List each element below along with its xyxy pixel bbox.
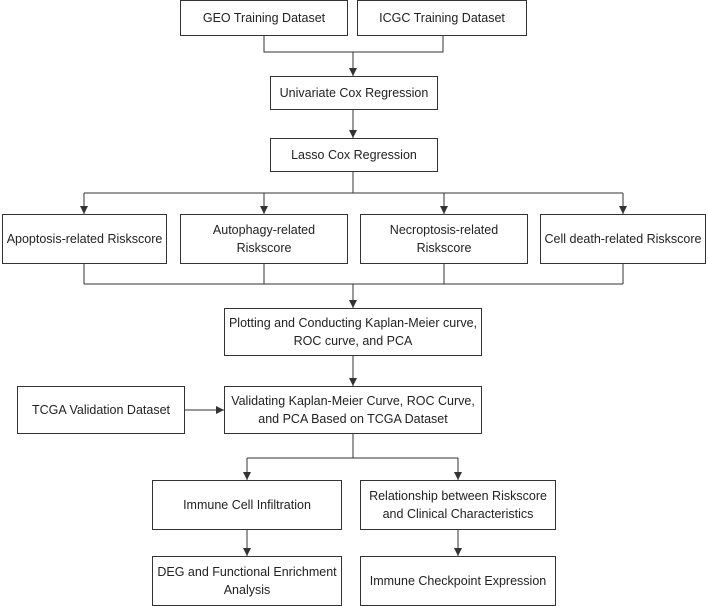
node-relationship-label: and Clinical Characteristics [383,507,534,521]
node-relationship: Relationship between Riskscore and Clinic… [360,480,556,530]
node-autophagy-label: Riskscore [237,241,292,255]
arrowhead [349,68,357,76]
node-checkpoint-label: Immune Checkpoint Expression [370,574,547,588]
node-necroptosis-label: Necroptosis-related [390,223,498,237]
node-celldeath-box [540,214,706,264]
node-autophagy-box [180,214,348,264]
arrowhead [440,206,448,214]
node-plotting-label: ROC curve, and PCA [294,334,413,348]
node-univariate-label: Univariate Cox Regression [280,86,429,100]
node-validating-label: and PCA Based on TCGA Dataset [258,412,448,426]
arrowhead [260,206,268,214]
connectors [80,36,627,556]
node-validating-box [224,386,482,434]
node-apoptosis-label: Apoptosis-related Riskscore [7,232,163,246]
arrowhead [349,300,357,308]
node-tcga-box [17,386,185,434]
arrowhead [349,378,357,386]
node-relationship-box [360,480,556,530]
node-plotting: Plotting and Conducting Kaplan-Meier cur… [224,308,482,356]
node-immune-label: Immune Cell Infiltration [183,498,311,512]
node-tcga-label: TCGA Validation Dataset [32,403,171,417]
arrowhead [454,472,462,480]
node-checkpoint: Immune Checkpoint Expression [360,556,556,606]
node-univariate: Univariate Cox Regression [270,76,438,110]
node-deg-label: DEG and Functional Enrichment [157,565,337,579]
node-icgc-box [357,0,527,36]
node-lasso-label: Lasso Cox Regression [291,148,417,162]
node-autophagy-label: Autophagy-related [213,223,315,237]
node-icgc: ICGC Training Dataset [357,0,527,36]
arrowhead [349,130,357,138]
node-celldeath-label: Cell death-related Riskscore [544,232,701,246]
node-deg-label: Analysis [224,583,271,597]
node-univariate-box [270,76,438,110]
arrowhead [619,206,627,214]
arrowhead [243,472,251,480]
node-immune: Immune Cell Infiltration [152,480,342,530]
node-geo-box [180,0,348,36]
node-relationship-label: Relationship between Riskscore [369,489,547,503]
node-icgc-label: ICGC Training Dataset [379,11,505,25]
node-plotting-label: Plotting and Conducting Kaplan-Meier cur… [229,316,477,330]
arrowhead [80,206,88,214]
node-lasso: Lasso Cox Regression [270,138,438,172]
node-immune-box [152,480,342,530]
node-plotting-box [224,308,482,356]
node-validating: Validating Kaplan-Meier Curve, ROC Curve… [224,386,482,434]
node-necroptosis-label: Riskscore [417,241,472,255]
node-tcga: TCGA Validation Dataset [17,386,185,434]
node-apoptosis-box [2,214,167,264]
arrowhead [243,548,251,556]
node-checkpoint-box [360,556,556,606]
node-geo-label: GEO Training Dataset [203,11,326,25]
node-necroptosis-box [360,214,528,264]
connector-line [263,36,444,53]
node-deg-box [152,556,342,606]
arrowhead [454,548,462,556]
node-geo: GEO Training Dataset [180,0,348,36]
node-lasso-box [270,138,438,172]
arrowhead [216,406,224,414]
node-apoptosis: Apoptosis-related Riskscore [2,214,167,264]
node-celldeath: Cell death-related Riskscore [540,214,706,264]
node-validating-label: Validating Kaplan-Meier Curve, ROC Curve… [231,394,475,408]
